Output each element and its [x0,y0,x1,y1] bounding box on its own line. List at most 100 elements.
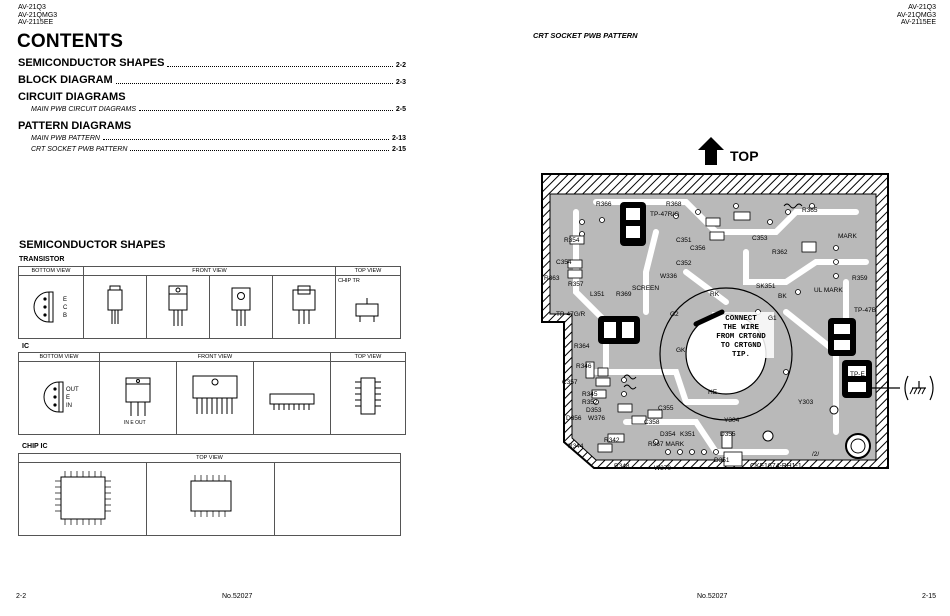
top-view-header: TOP VIEW [18,453,401,463]
toc-entry-crt-socket-pattern[interactable]: CRT SOCKET PWB PATTERN 2-15 [31,146,406,153]
trace-gaps [573,199,869,455]
front-view-header: FRONT VIEW [99,352,331,362]
label-w336: W336 [660,273,677,280]
ic-front-3 [253,361,331,435]
toc-label: MAIN PWB CIRCUIT DIAGRAMS [31,106,137,113]
transistor-front-3 [209,275,273,339]
label-r363: R363 [544,275,560,282]
label-tp47rg: TP-47R/G [650,211,679,218]
label-c354: C354 [556,259,572,266]
label-gk: GK [676,347,686,354]
label-tp-e: TP-E [850,371,865,378]
component-labels: R366 R368 R365 C351 C353 TP-47R/G C356 R… [544,201,876,472]
label-mark: MARK [838,233,857,240]
transistor-heading: TRANSISTOR [19,256,65,263]
transistor-package-icon [231,287,251,326]
label-c356: C356 [690,245,706,252]
pin-label: B [63,313,67,319]
connector-pad [842,360,872,398]
ic-sop-icon [355,377,381,415]
label-tp47b: TP-47B [854,307,876,314]
chip-ic-table: TOP VIEW [18,453,401,536]
label-tp47gr: TP-47G/R [556,311,586,318]
label-y303: Y303 [798,399,814,406]
label-rk: RK [710,291,720,298]
bottom-view-header: BOTTOM VIEW [18,352,100,362]
top-label: TOP [730,148,759,164]
toc-label: MAIN PWB PATTERN [31,135,100,142]
ground-symbol-icon [870,375,934,401]
note-line: THE WIRE [723,324,760,332]
label-r364: R364 [574,343,590,350]
label-r342: R342 [604,437,620,444]
component-pads [579,203,839,455]
ic-table: BOTTOM VIEW FRONT VIEW TOP VIEW OUT E IN… [18,352,406,435]
crt-socket-ring [659,287,793,421]
label-r344: R344 [568,443,584,450]
toc-heading-circuit: CIRCUIT DIAGRAMS [18,91,406,103]
label-d354: D354 [660,431,676,438]
connect-note: CONNECT THE WIRE FROM CRTGND TO CRTGND T… [712,312,774,359]
transistor-package-icon [168,285,188,326]
label-g2: G2 [670,311,679,318]
contents-title: CONTENTS [17,31,124,52]
toc-label: CIRCUIT DIAGRAMS [18,91,126,103]
ic-to92-bottom-icon: OUT E IN [43,381,79,413]
ic-heading: IC [22,343,29,350]
label-d351: D351 [714,457,730,464]
note-line: TIP. [732,351,750,359]
doc-number-right: No.52027 [697,593,728,600]
label-c358: C358 [644,419,660,426]
ic-regulator-icon: IN E OUT [124,377,151,426]
toc-label: SEMICONDUCTOR SHAPES [18,57,165,69]
label-d355: D355 [720,431,736,438]
note-line: CONNECT [725,315,757,323]
transistor-table: BOTTOM VIEW FRONT VIEW TOP VIEW E C B CH… [18,266,401,339]
label-r365: R365 [802,207,818,214]
label-w370: W370 [654,465,671,472]
label-r359: R359 [852,275,868,282]
label-r352: R352 [582,399,598,406]
toc-entry-semiconductor[interactable]: SEMICONDUCTOR SHAPES 2-2 [18,57,406,69]
qfp-chip-icon [55,471,111,525]
label-c352: C352 [676,260,692,267]
label-g1: G1 [768,315,777,322]
transistor-top-view: CHIP TR [335,275,401,339]
pin-label: E [63,297,67,303]
label-l351: L351 [590,291,605,298]
label-he: HE [708,389,718,396]
label-d356: D356 [566,415,582,422]
toc-label: CRT SOCKET PWB PATTERN [31,146,128,153]
ic-front-1: IN E OUT [99,361,177,435]
toc-label: BLOCK DIAGRAM [18,74,113,86]
toc-heading-pattern: PATTERN DIAGRAMS [18,120,406,132]
page-number-left: 2-2 [16,593,27,600]
toc-label: PATTERN DIAGRAMS [18,120,132,132]
crt-socket-pwb-pattern: CONNECT THE WIRE FROM CRTGND TO CRTGND T… [541,173,889,472]
label-d353: D353 [586,407,602,414]
transistor-to92-bottom-icon: E C B [33,291,68,323]
label-r369: R369 [616,291,632,298]
transistor-package-icon [292,285,316,324]
label-sk351: SK351 [756,283,776,290]
transistor-front-4 [272,275,336,339]
ic-front-2 [176,361,254,435]
page-number-right: 2-15 [921,593,936,600]
label-r354: R354 [564,237,580,244]
pin-label: E [66,395,70,401]
label-c355: C355 [658,405,674,412]
chip-ic-sop [146,462,275,536]
model-name: AV-21QMG3 [896,11,936,19]
label-r348: R348 [614,463,630,470]
model-list-left: AV-21Q3 AV-21QMG3 AV-2115EE [18,4,57,27]
label-c357: C357 [562,379,578,386]
chip-ic-heading: CHIP IC [22,443,48,450]
toc-page: 2-2 [395,62,406,69]
board-id: CKF1674-BH1-1 [750,463,802,470]
note-line: FROM CRTGND [716,333,766,341]
ic-bottom-view: OUT E IN [18,361,100,435]
toc-page: 2-15 [391,146,406,153]
